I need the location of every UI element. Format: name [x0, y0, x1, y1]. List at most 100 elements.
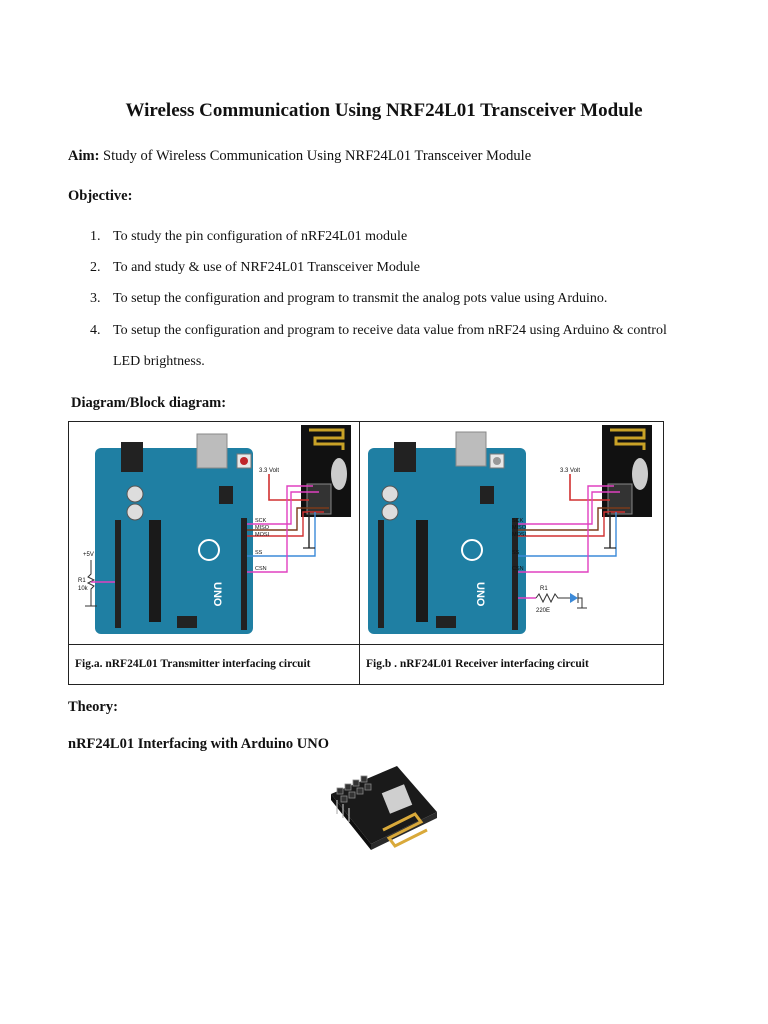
transmitter-circuit-svg: UNO 3.3 Volt SCK MISO MOSI SS — [78, 425, 351, 634]
wire-csn — [518, 485, 614, 573]
ss-label: SS — [255, 550, 263, 556]
wire-ss — [247, 512, 316, 557]
objective-list: 1. To study the pin configuration of nRF… — [90, 228, 690, 390]
list-number: 2. — [90, 260, 101, 275]
theory-subheading: nRF24L01 Interfacing with Arduino UNO — [68, 736, 330, 752]
arduino-logo-icon — [198, 539, 220, 561]
wire-mosi — [518, 511, 625, 537]
list-number: 1. — [90, 229, 101, 244]
led-icon — [570, 593, 578, 603]
atmega-chip — [149, 520, 161, 622]
wire-sck — [518, 491, 620, 525]
potentiometer-icon — [86, 560, 96, 606]
module-side — [331, 794, 371, 850]
nrf-pins — [607, 483, 633, 515]
volt-label: 3.3 Volt — [560, 468, 580, 474]
antenna-trace-icon — [382, 812, 428, 848]
digital-header — [241, 518, 247, 630]
list-item: 1. To study the pin configuration of nRF… — [90, 228, 690, 246]
r1-value-label: 10k — [78, 586, 89, 592]
list-text: To setup the configuration and program t… — [113, 323, 667, 369]
usb-port — [455, 431, 487, 467]
digital-header — [512, 518, 518, 630]
transmitter-diagram: UNO 3.3 Volt SCK MISO MOSI SS — [69, 422, 359, 644]
csn-label: CSN — [512, 566, 524, 572]
aim-line: Aim: Study of Wireless Communication Usi… — [68, 148, 531, 165]
crystal — [632, 458, 648, 490]
header-pins — [336, 775, 372, 803]
nrf24l01-module-svg — [331, 766, 437, 850]
power-jack — [121, 442, 143, 472]
aim-label: Aim: — [68, 148, 100, 164]
arduino-board — [368, 448, 526, 634]
arduino-logo-icon — [461, 539, 483, 561]
figure-caption-a: Fig.a. nRF24L01 Transmitter interfacing … — [75, 658, 311, 670]
r1-label: R1 — [540, 586, 548, 592]
icsp-header — [219, 486, 233, 504]
crystal — [331, 458, 347, 490]
wire-vcc — [268, 474, 309, 501]
list-text: To study the pin configuration of nRF24L… — [113, 229, 408, 244]
list-text: To setup the configuration and program t… — [113, 291, 608, 306]
volt-label: 3.3 Volt — [259, 468, 279, 474]
reset-cap — [493, 457, 501, 465]
usb-port — [196, 433, 228, 469]
antenna-trace-icon — [309, 428, 345, 450]
resistor-icon — [535, 592, 570, 604]
icsp-header — [480, 486, 494, 504]
atmega-chip — [416, 520, 428, 622]
r1-value-label: 220E — [536, 608, 550, 614]
diagram-heading: Diagram/Block diagram: — [71, 395, 227, 411]
capacitor-1 — [381, 485, 399, 503]
wire-csn — [247, 485, 313, 573]
list-item: 4. To setup the configuration and progra… — [90, 315, 690, 377]
csn-label: CSN — [255, 566, 267, 572]
wire-miso — [518, 507, 630, 531]
figure-table: UNO 3.3 Volt SCK MISO MOSI SS — [68, 421, 664, 685]
aim-text: Study of Wireless Communication Using NR… — [103, 148, 532, 164]
list-number: 3. — [90, 291, 101, 306]
wire-sck — [247, 491, 319, 525]
crystal — [381, 784, 413, 814]
reset-cap — [240, 457, 248, 465]
receiver-diagram: UNO 3.3 Volt SCK MISO MOSI SS CSN — [360, 422, 664, 644]
mosi-label: MOSI — [512, 532, 527, 538]
objective-heading: Objective: — [68, 188, 133, 204]
miso-label: MISO — [255, 525, 270, 531]
list-item: 3. To setup the configuration and progra… — [90, 290, 690, 308]
list-text: To and study & use of NRF24L01 Transceiv… — [113, 260, 421, 275]
sck-label: SCK — [255, 518, 267, 524]
miso-label: MISO — [512, 525, 527, 531]
power-jack — [394, 442, 416, 472]
wire-mosi — [247, 511, 324, 537]
table-divider-horizontal — [69, 644, 663, 645]
list-number: 4. — [90, 323, 101, 338]
wire-ss — [518, 512, 617, 557]
sck-label: SCK — [512, 518, 524, 524]
icsp-header-2 — [436, 616, 456, 628]
wire-vcc — [569, 474, 610, 501]
led-ground-wire — [578, 597, 583, 608]
r1-label: R1 — [78, 578, 86, 584]
uno-label: UNO — [211, 582, 223, 607]
capacitor-2 — [381, 503, 399, 521]
mosi-label: MOSI — [255, 532, 270, 538]
nrf-pins — [306, 483, 332, 515]
page-title: Wireless Communication Using NRF24L01 Tr… — [125, 100, 643, 121]
capacitor-2 — [126, 503, 144, 521]
icsp-header-2 — [177, 616, 197, 628]
ss-label: SS — [512, 550, 520, 556]
uno-label: UNO — [474, 582, 486, 607]
theory-heading: Theory: — [68, 699, 118, 715]
list-item: 2. To and study & use of NRF24L01 Transc… — [90, 259, 690, 277]
receiver-circuit-svg: UNO 3.3 Volt SCK MISO MOSI SS CSN — [368, 425, 652, 634]
nrf24l01-module-image — [325, 760, 440, 880]
antenna-trace-icon — [610, 428, 646, 450]
power-header — [378, 520, 384, 628]
figure-caption-b: Fig.b . nRF24L01 Receiver interfacing ci… — [366, 658, 589, 670]
power-header — [115, 520, 121, 628]
plus5v-label: +5V — [83, 552, 94, 558]
capacitor-1 — [126, 485, 144, 503]
wire-miso — [247, 507, 329, 531]
